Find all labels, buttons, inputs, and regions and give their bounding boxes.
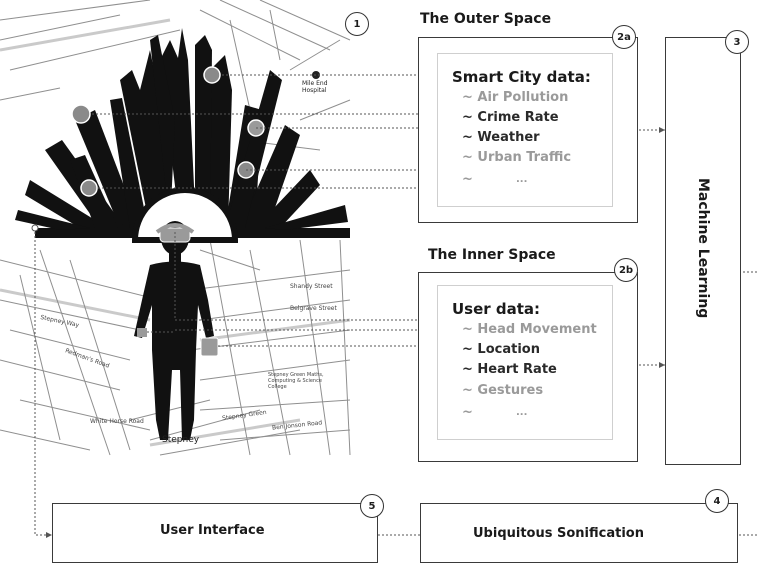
map-label-stepney: Stepney [162, 435, 200, 445]
sonification-label: Ubiquitous Sonification [473, 526, 644, 541]
map-label-road: Shandy Street [290, 283, 333, 290]
inner-item-more-dots: ... [516, 407, 528, 418]
connectors [34, 74, 759, 536]
outer-item-more-tilde: ~ [462, 172, 473, 187]
outer-item-air-pollution: ~ Air Pollution [462, 90, 569, 105]
inner-item-location: ~ Location [462, 342, 540, 357]
user-interface-label: User Interface [160, 523, 265, 538]
wrist-sensor-icon [137, 328, 147, 337]
map-label-road: White Horse Road [90, 418, 144, 425]
outer-item-urban-traffic: ~ Urban Traffic [462, 150, 572, 165]
step-badge-3: 3 [725, 30, 749, 54]
smart-city-title: Smart City data: [452, 68, 591, 86]
outer-item-more-dots: ... [516, 174, 528, 185]
inner-item-more-tilde: ~ [462, 405, 473, 420]
street-map [0, 0, 351, 456]
inner-item-heart-rate: ~ Heart Rate [462, 362, 557, 377]
step-badge-2a: 2a [612, 25, 636, 49]
inner-item-gestures: ~ Gestures [462, 383, 544, 398]
connector-node [31, 224, 39, 232]
step-badge-4: 4 [705, 489, 729, 513]
outer-space-title: The Outer Space [420, 11, 552, 27]
map-label-school: Stepney Green Maths, Computing & Science… [268, 372, 324, 390]
outer-item-weather: ~ Weather [462, 130, 540, 145]
vr-headset-icon [155, 223, 195, 243]
step-badge-5: 5 [360, 494, 384, 518]
map-label-road: Belgrave Street [290, 305, 337, 312]
phone-icon [200, 337, 219, 357]
user-data-title: User data: [452, 300, 541, 318]
user-data-card [437, 285, 613, 440]
marker-dots [71, 66, 320, 197]
machine-learning-panel [665, 37, 741, 465]
outer-item-crime-rate: ~ Crime Rate [462, 110, 559, 125]
step-badge-1: 1 [345, 12, 369, 36]
inner-item-head-movement: ~ Head Movement [462, 322, 597, 337]
inner-space-title: The Inner Space [428, 247, 556, 263]
sonification-panel [420, 503, 738, 563]
map-label-mile-end: Mile End Hospital [302, 80, 328, 94]
smart-city-card [437, 53, 613, 207]
step-badge-2b: 2b [614, 258, 638, 282]
user-interface-panel [52, 503, 378, 563]
machine-learning-label: Machine Learning [695, 178, 711, 319]
road-shadows [0, 18, 351, 447]
